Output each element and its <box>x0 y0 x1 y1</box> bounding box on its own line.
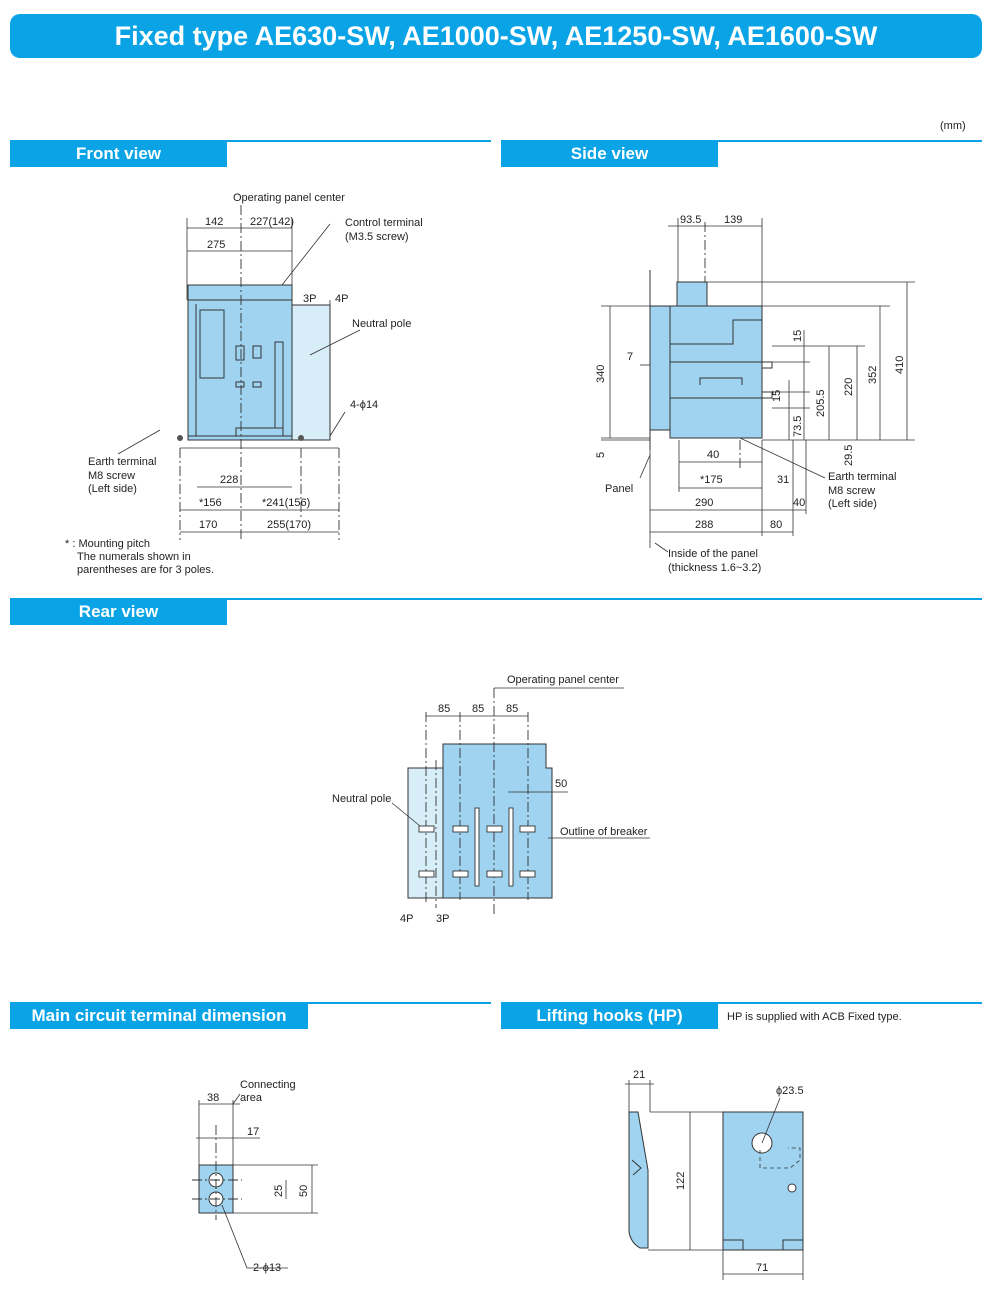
front-note-line-1: * : Mounting pitch <box>65 538 150 550</box>
front-mounting-holes-label: 4-ϕ14 <box>350 399 378 411</box>
lifting-hooks-drawing: 21 ϕ23.5 122 71 <box>625 1069 804 1280</box>
rear-view-heading: Rear view <box>10 598 227 625</box>
terminal-drawing: 38 Connecting area 17 25 50 2-ϕ13 <box>192 1079 318 1274</box>
rear-dim-85c: 85 <box>506 703 518 715</box>
hooks-dim-122: 122 <box>675 1172 687 1190</box>
front-dim-170: 170 <box>199 519 217 531</box>
side-view-drawing: 93.5 139 340 7 5 15 15 73.5 205.5 220 35… <box>595 214 915 574</box>
front-dim-275: 275 <box>207 239 225 251</box>
rear-outline-label: Outline of breaker <box>560 826 648 838</box>
page-title: Fixed type AE630-SW, AE1000-SW, AE1250-S… <box>10 14 982 58</box>
rear-view-rule <box>10 598 982 600</box>
front-dim-228: 228 <box>220 474 238 486</box>
rear-3p-label: 3P <box>436 913 449 925</box>
rear-neutral-pole <box>407 767 444 899</box>
terminal-dim-17: 17 <box>247 1126 259 1138</box>
rear-dim-85a: 85 <box>438 703 450 715</box>
side-dim-5: 5 <box>595 452 607 458</box>
unit-label: (mm) <box>940 120 966 132</box>
front-view-rule <box>10 140 491 142</box>
side-dim-139: 139 <box>724 214 742 226</box>
terminal-connecting-label: Connecting <box>240 1079 296 1091</box>
hooks-dim-21: 21 <box>633 1069 645 1081</box>
front-dim-227: 227(142) <box>250 216 294 228</box>
front-operating-panel-center-label: Operating panel center <box>233 192 345 204</box>
side-dim-205-5: 205.5 <box>815 389 827 417</box>
side-dim-7: 7 <box>627 351 633 363</box>
front-3p-label: 3P <box>303 293 316 305</box>
side-view-rule <box>501 140 982 142</box>
side-dim-31: 31 <box>777 474 789 486</box>
side-dim-175: *175 <box>700 474 723 486</box>
front-earth-side-label: (Left side) <box>88 483 137 495</box>
side-dim-15a: 15 <box>792 330 804 342</box>
terminal-dim-38: 38 <box>207 1092 219 1104</box>
side-dim-410: 410 <box>894 356 906 374</box>
terminal-dim-25: 25 <box>273 1185 285 1197</box>
side-dim-93-5: 93.5 <box>680 214 701 226</box>
neutral-pole-body <box>291 304 331 441</box>
side-earth-screw-label: M8 screw <box>828 485 875 497</box>
side-dim-290: 290 <box>695 497 713 509</box>
side-dim-40a: 40 <box>707 449 719 461</box>
side-earth-terminal-label: Earth terminal <box>828 471 896 483</box>
side-dim-220: 220 <box>843 378 855 396</box>
side-dim-15b: 15 <box>771 390 783 402</box>
side-view-heading: Side view <box>501 140 718 167</box>
hp-note: HP is supplied with ACB Fixed type. <box>727 1011 902 1023</box>
hooks-dim-23-5: ϕ23.5 <box>776 1085 804 1097</box>
terminal-area-label: area <box>240 1092 263 1104</box>
side-dim-80: 80 <box>770 519 782 531</box>
front-control-terminal-label: Control terminal <box>345 217 423 229</box>
control-terminal-strip <box>187 284 293 301</box>
rear-view-drawing: Operating panel center 85 85 85 50 Neutr… <box>332 674 650 925</box>
front-dim-255: 255(170) <box>267 519 311 531</box>
front-dim-156: *156 <box>199 497 222 509</box>
front-dim-142: 142 <box>205 216 223 228</box>
side-dim-40b: 40 <box>793 497 805 509</box>
front-4p-label: 4P <box>335 293 348 305</box>
side-dim-340: 340 <box>595 365 607 383</box>
rear-operating-panel-center-label: Operating panel center <box>507 674 619 686</box>
rear-breaker-outline <box>442 743 553 899</box>
terminal-dim-50: 50 <box>298 1185 310 1197</box>
hooks-rule <box>501 1002 982 1004</box>
side-dim-288: 288 <box>695 519 713 531</box>
side-panel-label: Panel <box>605 483 633 495</box>
side-dim-73-5: 73.5 <box>792 416 804 437</box>
front-neutral-pole-label: Neutral pole <box>352 318 411 330</box>
hooks-heading: Lifting hooks (HP) <box>501 1002 718 1029</box>
front-note-line-3: parentheses are for 3 poles. <box>77 564 214 576</box>
side-earth-side-label: (Left side) <box>828 498 877 510</box>
side-dim-29-5: 29.5 <box>843 445 855 466</box>
front-earth-terminal-label: Earth terminal <box>88 456 156 468</box>
front-control-terminal-screw-label: (M3.5 screw) <box>345 231 409 243</box>
rear-dim-50: 50 <box>555 778 567 790</box>
side-dim-352: 352 <box>867 366 879 384</box>
front-note-line-2: The numerals shown in <box>77 551 191 563</box>
side-inside-panel-label: Inside of the panel <box>668 548 758 560</box>
front-view-drawing: Operating panel center Control terminal … <box>65 192 423 576</box>
rear-neutral-pole-label: Neutral pole <box>332 793 391 805</box>
front-view-heading: Front view <box>10 140 227 167</box>
side-thickness-label: (thickness 1.6~3.2) <box>668 562 761 574</box>
terminal-holes-label: 2-ϕ13 <box>253 1262 281 1274</box>
rear-4p-label: 4P <box>400 913 413 925</box>
hooks-dim-71: 71 <box>756 1262 768 1274</box>
rear-dim-85b: 85 <box>472 703 484 715</box>
terminal-heading: Main circuit terminal dimension <box>10 1002 308 1029</box>
front-breaker-body <box>187 299 293 441</box>
front-earth-screw-label: M8 screw <box>88 470 135 482</box>
front-dim-241: *241(156) <box>262 497 310 509</box>
